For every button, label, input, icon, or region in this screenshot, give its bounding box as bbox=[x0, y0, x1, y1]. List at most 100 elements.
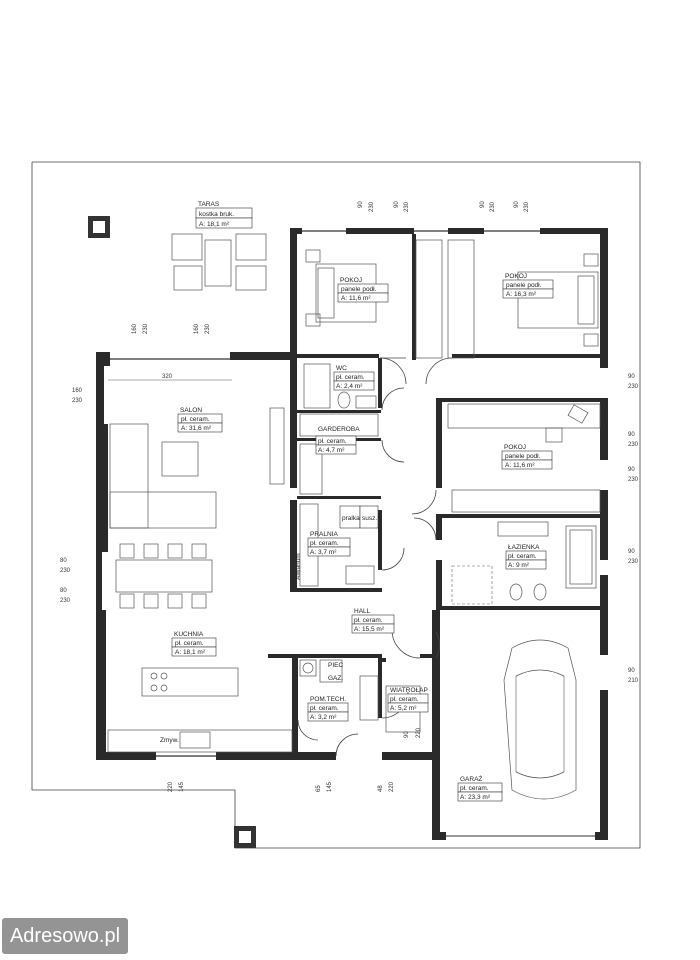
room-label-kuchnia: KUCHNIA pł. ceram. A: 18,1 m² bbox=[171, 631, 217, 657]
dimensions-top: 90 230 90 230 90 230 90 230 bbox=[358, 201, 530, 212]
svg-text:A: 9 m²: A: 9 m² bbox=[508, 562, 530, 569]
kitchen-island bbox=[141, 667, 239, 697]
svg-text:A: 15,5 m²: A: 15,5 m² bbox=[354, 626, 385, 633]
svg-text:230: 230 bbox=[60, 598, 71, 604]
svg-text:pł. ceram.: pł. ceram. bbox=[310, 705, 339, 712]
svg-text:A: 5,2 m²: A: 5,2 m² bbox=[390, 705, 417, 712]
svg-text:A: 16,3 m²: A: 16,3 m² bbox=[506, 291, 537, 298]
svg-text:90: 90 bbox=[480, 201, 486, 208]
room-label-garderoba: GARDEROBA pł. ceram. A: 4,7 m² bbox=[315, 426, 360, 455]
bedroom2-bed bbox=[517, 253, 599, 347]
svg-text:320: 320 bbox=[162, 374, 173, 380]
svg-text:160: 160 bbox=[132, 323, 138, 334]
chimney-top bbox=[88, 216, 110, 238]
svg-text:POKOJ: POKOJ bbox=[505, 273, 527, 280]
plot-boundary bbox=[31, 161, 641, 849]
svg-text:GARDEROBA: GARDEROBA bbox=[318, 426, 360, 433]
svg-text:A: 31,6 m²: A: 31,6 m² bbox=[181, 425, 212, 432]
svg-text:pł. ceram.: pł. ceram. bbox=[310, 540, 339, 547]
svg-text:WIATROŁAP: WIATROŁAP bbox=[390, 687, 428, 694]
svg-text:A: 3,2 m²: A: 3,2 m² bbox=[310, 714, 337, 721]
kitchen-counter bbox=[107, 729, 293, 753]
svg-text:A: 4,7 m²: A: 4,7 m² bbox=[318, 447, 345, 454]
svg-text:SALON: SALON bbox=[180, 407, 202, 414]
svg-text:pł. ceram.: pł. ceram. bbox=[390, 696, 419, 703]
svg-text:230: 230 bbox=[404, 201, 410, 212]
svg-text:145: 145 bbox=[179, 781, 185, 792]
svg-text:48: 48 bbox=[378, 785, 384, 792]
dimensions-left: 160 230 80 230 80 230 bbox=[60, 388, 83, 604]
svg-text:A: 11,6 m²: A: 11,6 m² bbox=[505, 462, 535, 469]
room-label-salon: SALON pł. ceram. A: 31,6 m² bbox=[177, 407, 223, 433]
svg-text:pł. ceram.: pł. ceram. bbox=[175, 640, 204, 647]
svg-text:230: 230 bbox=[628, 442, 639, 448]
svg-text:230: 230 bbox=[72, 398, 83, 404]
room-label-pokoj1: POKOJ panele podł. A: 11,6 m² bbox=[337, 277, 389, 303]
svg-text:panele podł.: panele podł. bbox=[505, 453, 541, 460]
svg-text:PRALNIA: PRALNIA bbox=[310, 531, 338, 538]
svg-text:90: 90 bbox=[628, 432, 635, 438]
room-label-lazienka: ŁAZIENKA pł. ceram. A: 9 m² bbox=[505, 544, 547, 570]
svg-text:230: 230 bbox=[490, 201, 496, 212]
svg-text:HALL: HALL bbox=[354, 608, 371, 615]
bedroom3-furniture bbox=[447, 403, 601, 513]
room-label-taras: TARAS kostka bruk. A: 18,1 m² bbox=[195, 201, 253, 229]
fixture-label-gaz: GAZ. bbox=[328, 675, 343, 682]
svg-text:230: 230 bbox=[369, 201, 375, 212]
svg-text:90: 90 bbox=[628, 549, 635, 555]
room-label-garaz: GARAŻ pł. ceram. A: 23,3 m² bbox=[457, 774, 503, 802]
garage-car bbox=[503, 639, 577, 800]
dining-table bbox=[115, 543, 213, 609]
terrace-furniture bbox=[171, 233, 267, 291]
room-label-pralnia: PRALNIA pł. ceram. A: 3,7 m² bbox=[307, 531, 351, 557]
svg-text:90: 90 bbox=[628, 374, 635, 380]
svg-text:160: 160 bbox=[194, 323, 200, 334]
svg-text:80: 80 bbox=[60, 588, 67, 594]
svg-text:80: 80 bbox=[60, 558, 67, 564]
room-label-pokoj3: POKOJ panele podł. A: 11,6 m² bbox=[501, 444, 553, 470]
dimensions-right: 90 230 90 230 90 230 90 230 90 210 bbox=[628, 374, 639, 684]
svg-text:90: 90 bbox=[358, 201, 364, 208]
fixture-label-piec: PIEC bbox=[328, 662, 343, 669]
fixture-label-alwarium: Alwarium bbox=[295, 553, 302, 580]
svg-text:POM.TECH.: POM.TECH. bbox=[310, 696, 346, 703]
wardrobes-center bbox=[415, 239, 475, 359]
svg-text:A: 23,3 m²: A: 23,3 m² bbox=[460, 794, 491, 801]
svg-text:A: 18,1 m²: A: 18,1 m² bbox=[199, 221, 230, 228]
room-label-pomtech: POM.TECH. pł. ceram. A: 3,2 m² bbox=[307, 696, 349, 722]
svg-text:230: 230 bbox=[628, 559, 639, 565]
svg-text:230: 230 bbox=[628, 477, 639, 483]
svg-text:pł. ceram.: pł. ceram. bbox=[354, 617, 383, 624]
svg-text:A: 11,6 m²: A: 11,6 m² bbox=[341, 295, 371, 302]
svg-text:KUCHNIA: KUCHNIA bbox=[174, 631, 204, 638]
svg-text:220: 220 bbox=[416, 727, 422, 738]
dimensions-salon-top: 160 230 160 230 320 bbox=[132, 323, 211, 380]
svg-text:pł. ceram.: pł. ceram. bbox=[181, 416, 210, 423]
dimensions-bottom: 220 145 65 145 48 220 90 220 bbox=[168, 727, 422, 792]
svg-text:GARAŻ: GARAŻ bbox=[460, 774, 482, 783]
fixture-label-susz: susz. bbox=[362, 515, 377, 522]
svg-text:145: 145 bbox=[327, 781, 333, 792]
svg-text:230: 230 bbox=[60, 568, 71, 574]
watermark: Adresowo.pl bbox=[2, 918, 128, 954]
svg-text:230: 230 bbox=[143, 323, 149, 334]
wc-fixtures bbox=[303, 363, 377, 409]
svg-text:90: 90 bbox=[404, 731, 410, 738]
svg-text:panele podł.: panele podł. bbox=[341, 286, 377, 293]
svg-text:A: 2,4 m²: A: 2,4 m² bbox=[336, 383, 363, 390]
salon-furniture bbox=[109, 407, 285, 529]
svg-text:pł. ceram.: pł. ceram. bbox=[460, 785, 489, 792]
svg-text:pł. ceram.: pł. ceram. bbox=[508, 553, 537, 560]
svg-text:90: 90 bbox=[628, 668, 635, 674]
fixture-label-pralka: pralka bbox=[342, 515, 360, 522]
room-label-wiatrolap: WIATROŁAP pł. ceram. A: 5,2 m² bbox=[387, 687, 429, 713]
svg-text:TARAS: TARAS bbox=[198, 201, 220, 208]
svg-text:pł. ceram.: pł. ceram. bbox=[336, 374, 365, 381]
svg-text:POKOJ: POKOJ bbox=[340, 277, 362, 284]
svg-text:220: 220 bbox=[168, 781, 174, 792]
bathroom-fixtures bbox=[451, 521, 597, 605]
svg-text:90: 90 bbox=[394, 201, 400, 208]
svg-text:pł. ceram.: pł. ceram. bbox=[318, 438, 347, 445]
room-label-hall: HALL pł. ceram. A: 15,5 m² bbox=[351, 608, 395, 634]
